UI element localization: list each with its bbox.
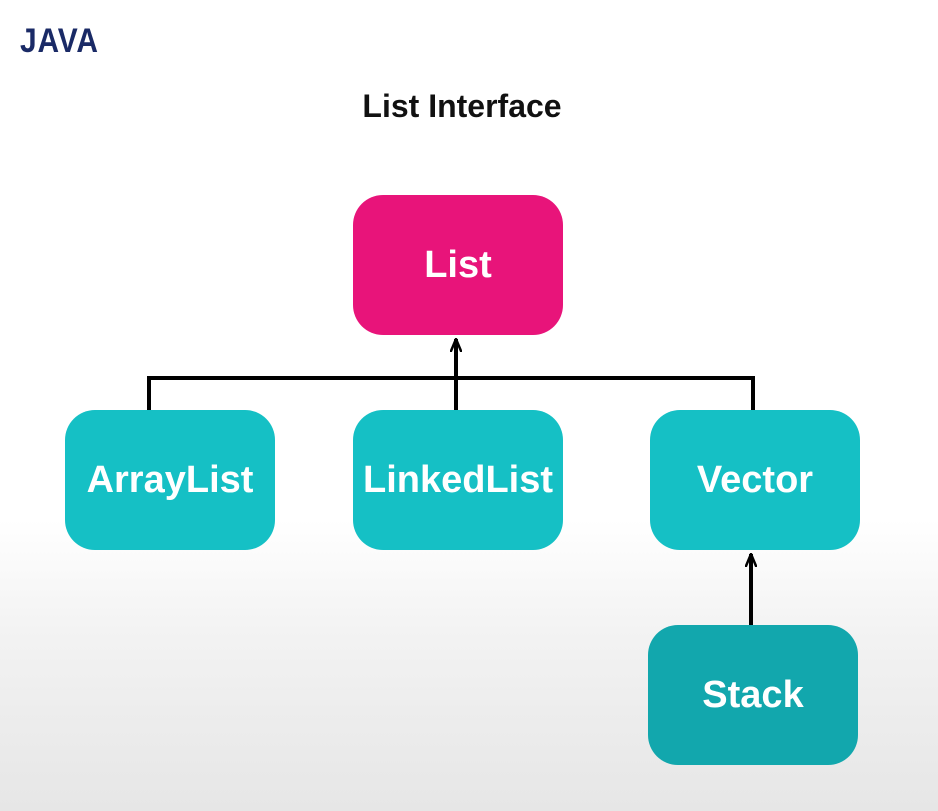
brand-logo: JAVA <box>20 22 99 60</box>
node-list: List <box>353 195 563 335</box>
node-linkedlist-label: LinkedList <box>362 458 554 501</box>
node-stack-label: Stack <box>702 673 804 716</box>
node-linkedlist: LinkedList <box>353 410 563 550</box>
node-stack: Stack <box>648 625 858 765</box>
diagram-title: List Interface <box>362 88 562 124</box>
node-vector-label: Vector <box>696 458 814 501</box>
node-arraylist: ArrayList <box>65 410 275 550</box>
node-vector: Vector <box>650 410 860 550</box>
node-list-label: List <box>424 243 492 286</box>
node-arraylist-label: ArrayList <box>86 458 254 501</box>
